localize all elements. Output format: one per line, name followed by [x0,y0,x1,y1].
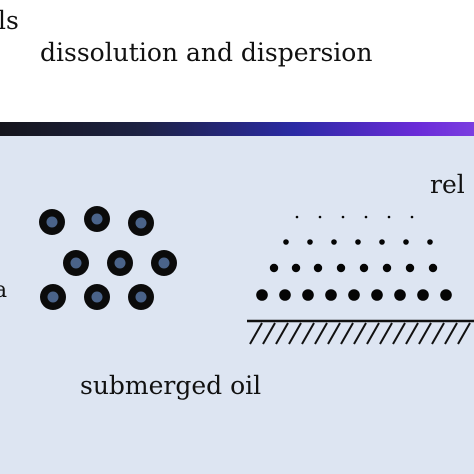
dispersed-oil-dot [428,263,438,273]
dispersed-oil-dot [269,263,279,273]
dispersed-oil-dot [307,239,313,245]
submerged-oil-label: submerged oil [80,371,262,400]
seabed-hatch [353,322,367,345]
seabed-hatch [457,322,471,345]
gradient-band [0,122,474,136]
seabed-hatch [392,322,406,345]
dispersed-oil-dot [359,263,369,273]
dispersed-oil-dot [440,289,452,301]
oil-droplet-core [46,216,58,228]
truncated-left-label: ls [0,6,19,35]
seabed-hatch [288,322,302,345]
truncated-edge-label: a [0,278,8,303]
seabed-hatches [249,322,471,345]
seabed-hatch [418,322,432,345]
dispersed-oil-dot [283,239,289,245]
oil-droplet-core [158,257,170,269]
dispersed-oil-dot [313,263,323,273]
seawater-panel [0,136,474,474]
submerged-oil-droplets [39,206,177,310]
dispersed-oil-dot [279,289,291,301]
dispersed-oil-dot [387,215,391,219]
dispersed-oil-dot [371,289,383,301]
dispersed-oil-dot [291,263,301,273]
seabed-hatch [327,322,341,345]
dispersed-oil-dot [336,263,346,273]
dispersed-oil-dot [364,215,368,219]
dispersed-oil-dot [405,263,415,273]
oil-droplet-core [135,217,147,229]
dispersed-oil-dot [382,263,392,273]
seabed-hatch [366,322,380,345]
oil-droplet-core [47,291,59,303]
dispersed-oil-dot [379,239,385,245]
dispersed-oil-dot [331,239,337,245]
truncated-right-label: rel [430,170,465,199]
seabed-hatch [249,322,263,345]
dispersed-oil-dot [295,215,299,219]
seabed-hatch [379,322,393,345]
dispersed-oil-dot [394,289,406,301]
dispersed-oil-dot [256,289,268,301]
dispersed-oil-dot [325,289,337,301]
seabed-hatch [444,322,458,345]
seabed-hatch [301,322,315,345]
dispersed-oil-dots [256,215,452,301]
dissolution-dispersion-label: dissolution and dispersion [40,38,373,67]
dispersed-oil-dot [341,215,345,219]
dispersed-oil-dot [427,239,433,245]
seabed-hatch [275,322,289,345]
seabed-hatch [340,322,354,345]
oil-droplet-core [114,257,126,269]
dispersed-oil-dot [318,215,322,219]
oil-droplet-core [91,213,103,225]
dispersed-oil-dot [410,215,414,219]
dispersed-oil-dot [348,289,360,301]
seabed-hatched-surface [247,319,474,345]
seabed-hatch [262,322,276,345]
seabed-hatch [405,322,419,345]
oil-droplet-core [70,257,82,269]
oil-droplet-core [91,291,103,303]
dispersed-oil-dot [403,239,409,245]
seabed-hatch [431,322,445,345]
dispersed-oil-dot [417,289,429,301]
seabed-hatch [314,322,328,345]
dispersed-oil-dot [302,289,314,301]
oil-droplet-core [135,291,147,303]
dispersed-oil-dot [355,239,361,245]
